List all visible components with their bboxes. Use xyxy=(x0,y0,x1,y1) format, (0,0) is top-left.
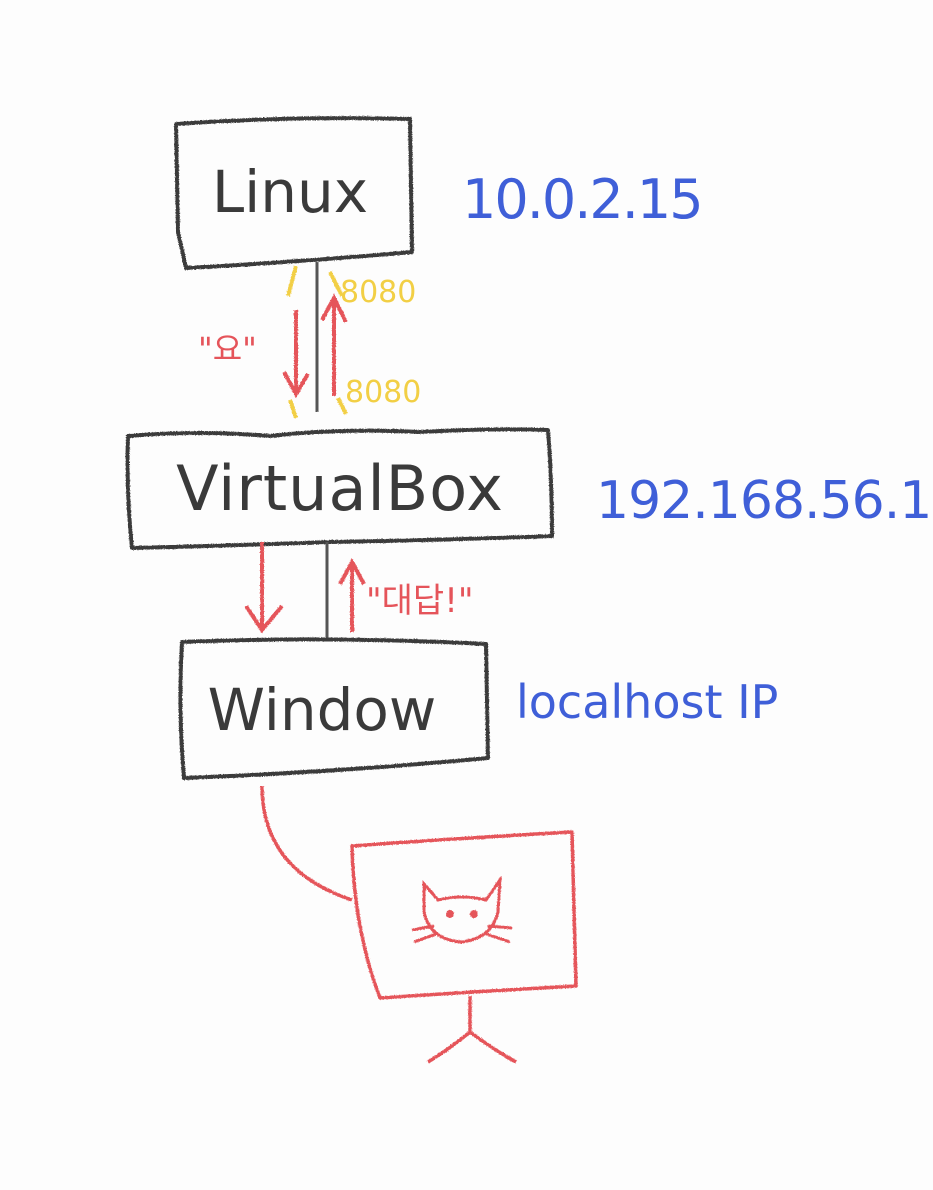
virtualbox-label: VirtualBox xyxy=(176,452,504,525)
linux-box xyxy=(174,116,414,270)
cat-face-icon xyxy=(411,874,513,944)
client-link-curve xyxy=(260,785,353,902)
window-node: Window xyxy=(178,637,490,780)
port-marker-top xyxy=(286,265,344,297)
connector-line xyxy=(323,541,331,641)
port-label-top: 8080 xyxy=(340,275,416,310)
client-figure xyxy=(260,785,578,1064)
linux-ip: 10.0.2.15 xyxy=(462,168,702,231)
vbox-window-edge: "대답!" xyxy=(244,541,473,641)
window-box xyxy=(178,637,490,780)
linux-label: Linux xyxy=(212,158,368,226)
port-marker-bottom xyxy=(288,397,348,419)
client-monitor xyxy=(350,830,578,1000)
linux-vbox-edge: 8080 8080 "요" xyxy=(198,261,421,419)
virtualbox-box xyxy=(125,427,554,550)
virtualbox-node: VirtualBox xyxy=(125,427,554,550)
up-arrow-icon xyxy=(320,293,348,396)
connector-line xyxy=(313,261,321,413)
down-arrow-icon xyxy=(244,542,284,634)
virtualbox-ip: 192.168.56.1 xyxy=(596,471,931,531)
window-ip: localhost IP xyxy=(516,675,778,729)
up-arrow-icon xyxy=(338,557,366,632)
response-label: "대답!" xyxy=(366,581,473,621)
request-label: "요" xyxy=(198,330,257,368)
client-stand xyxy=(427,996,517,1064)
port-label-bottom: 8080 xyxy=(345,375,421,410)
window-label: Window xyxy=(208,676,437,744)
linux-node: Linux xyxy=(174,116,414,270)
down-arrow-icon xyxy=(282,310,310,399)
